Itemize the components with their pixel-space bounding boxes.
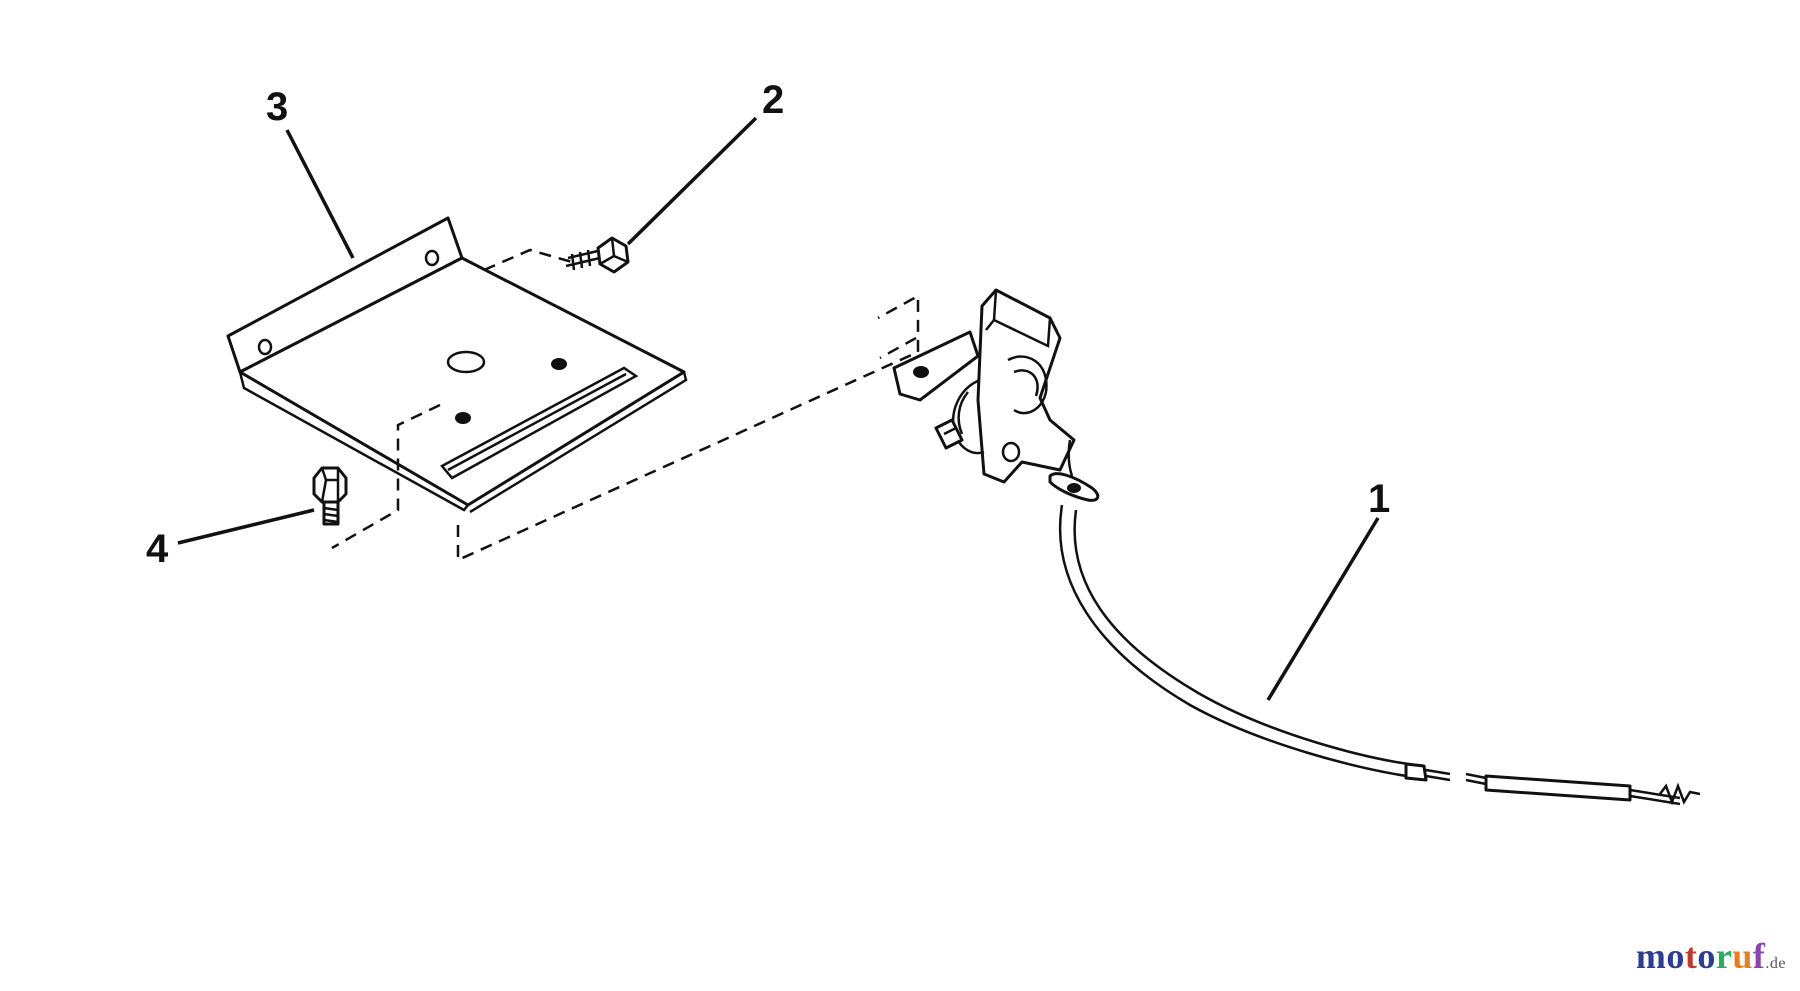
bracket-hole xyxy=(424,249,440,267)
callout-1: 1 xyxy=(1368,477,1390,521)
throttle-control xyxy=(892,288,1100,502)
bracket-hole xyxy=(257,338,273,356)
leader-3 xyxy=(285,129,355,259)
watermark-letter: o xyxy=(1697,936,1716,976)
bolt-4 xyxy=(312,466,348,526)
watermark-logo: motoruf.de xyxy=(1636,935,1786,977)
bracket-hole xyxy=(551,358,567,370)
bracket-center-hole xyxy=(446,350,486,374)
watermark-letter: u xyxy=(1732,936,1753,976)
watermark-letter: t xyxy=(1684,936,1698,976)
mounting-bracket xyxy=(226,216,688,514)
bracket-slot xyxy=(440,366,639,480)
throttle-cable xyxy=(1058,504,1701,806)
watermark-letter: r xyxy=(1715,936,1733,976)
leader-1 xyxy=(1266,517,1380,701)
leader-2 xyxy=(626,116,758,246)
callout-3: 3 xyxy=(266,85,288,129)
watermark-letter: m xyxy=(1635,936,1667,976)
watermark-letter: o xyxy=(1666,936,1685,976)
bolt-2 xyxy=(565,236,630,274)
callout-4: 4 xyxy=(146,527,169,571)
leader-4 xyxy=(177,508,315,545)
watermark-letter: f xyxy=(1752,936,1766,976)
leader-lines xyxy=(177,116,1380,701)
bracket-hole xyxy=(455,412,471,424)
assembly-lines xyxy=(331,248,920,562)
watermark-tld: .de xyxy=(1765,955,1786,972)
callout-2: 2 xyxy=(762,78,784,122)
